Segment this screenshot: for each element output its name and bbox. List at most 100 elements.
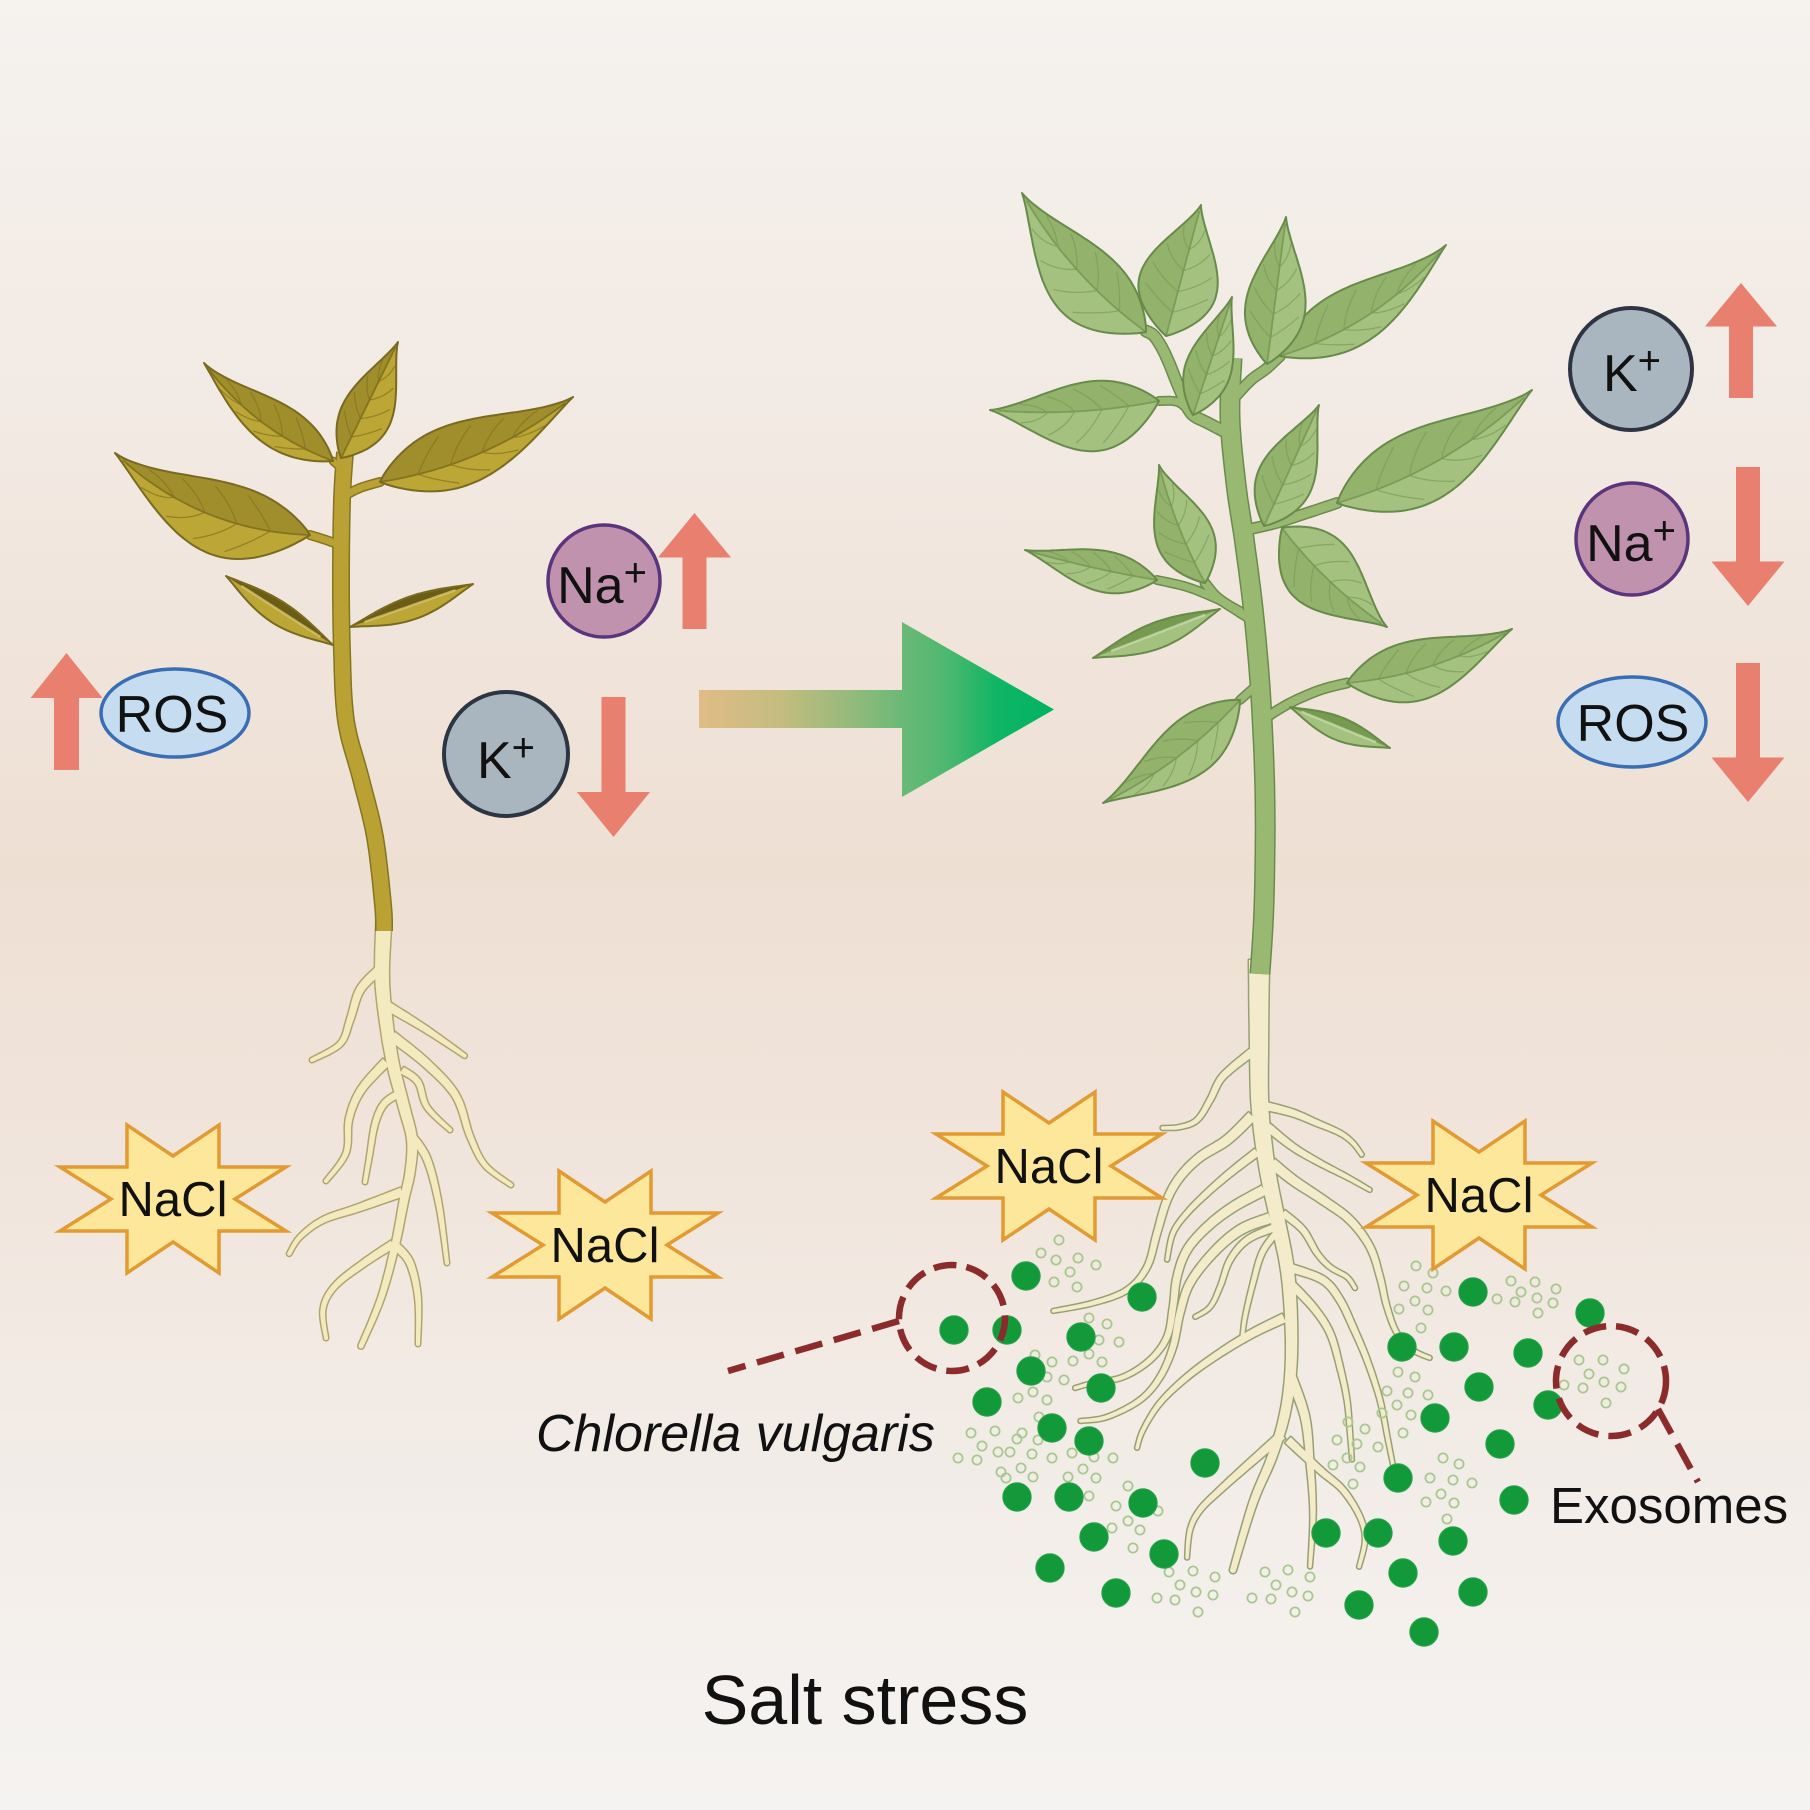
exosome-vesicle xyxy=(1402,1387,1414,1399)
leaf-midrib xyxy=(122,459,311,536)
chlorella-cell xyxy=(1499,1485,1529,1515)
root-outline xyxy=(1072,1184,1268,1392)
exosome-vesicle xyxy=(1026,1448,1038,1460)
chlorella-cell xyxy=(1464,1372,1494,1402)
chlorella-cell xyxy=(1458,1577,1488,1607)
yellowed-leaf xyxy=(335,341,399,459)
exosome-vesicle xyxy=(1398,1280,1410,1292)
exosome-vesicle xyxy=(1096,1356,1108,1368)
exosome-vesicle xyxy=(1453,1458,1465,1470)
exosome-vesicle xyxy=(1053,1234,1065,1246)
leaf-outline xyxy=(203,362,334,463)
exosome-vesicle xyxy=(1509,1296,1521,1308)
k-charge: + xyxy=(512,726,535,770)
starburst-icon xyxy=(929,1088,1169,1244)
chlorella-cell xyxy=(1311,1518,1341,1548)
leaf-fold-highlight xyxy=(1110,613,1206,652)
chlorella-label: Chlorella vulgaris xyxy=(536,1405,935,1463)
na-charge: + xyxy=(624,551,647,595)
green-leaf xyxy=(1137,204,1219,337)
arrow-up-icon xyxy=(1705,283,1777,398)
exosome-vesicle xyxy=(1376,1407,1388,1419)
k-ion-marker: K+ xyxy=(1568,283,1777,432)
leaf-midrib xyxy=(997,400,1160,414)
leaf-outline xyxy=(1153,464,1217,584)
exosome-vesicle xyxy=(995,1466,1007,1478)
right-plant-roots xyxy=(1050,958,1433,1575)
green-leaf xyxy=(1092,608,1221,659)
chlorella-cell xyxy=(1420,1403,1450,1433)
chlorella-cell xyxy=(1439,1332,1469,1362)
exosome-vesicle xyxy=(1391,1399,1403,1411)
exosome-vesicle xyxy=(989,1425,1001,1437)
exosome-vesicle xyxy=(1093,1334,1105,1346)
exosome-vesicle xyxy=(976,1440,988,1452)
exosome-vesicle xyxy=(1409,1371,1421,1383)
leaf-outline xyxy=(1278,525,1388,628)
leaf-veins xyxy=(417,409,545,484)
chlorella-cell xyxy=(1054,1482,1084,1512)
chlorella-cell xyxy=(1513,1338,1543,1368)
exosome-vesicle xyxy=(1190,1586,1202,1598)
leaf-fold-highlight xyxy=(1301,710,1377,744)
leaf-outline xyxy=(1137,204,1219,337)
exosome-vesicle xyxy=(1354,1461,1366,1473)
exosome-vesicle xyxy=(1067,1355,1079,1367)
chlorella-cell xyxy=(1387,1332,1417,1362)
exosome-vesicle xyxy=(1583,1368,1595,1380)
ros-badge xyxy=(99,667,251,759)
exosome-vesicle xyxy=(1035,1247,1047,1259)
leaf-outline xyxy=(1182,296,1235,416)
petiole xyxy=(1155,397,1195,417)
nacl-label: NaCl xyxy=(119,1173,228,1227)
chlorella-cell xyxy=(1016,1356,1046,1386)
yellowed-leaf xyxy=(349,583,474,628)
nacl-label: NaCl xyxy=(1425,1169,1534,1223)
branch xyxy=(1229,351,1285,403)
petiole xyxy=(1153,576,1244,615)
exosome-vesicle xyxy=(1341,1452,1353,1464)
chlorella-cell xyxy=(1388,1558,1418,1588)
k-ion-marker: K+ xyxy=(442,690,650,837)
leaf-veins xyxy=(1156,483,1210,564)
green-leaf xyxy=(1024,548,1158,595)
exosome-vesicle xyxy=(1282,1564,1294,1576)
exosome-vesicle xyxy=(1515,1286,1527,1298)
exosome-vesicle xyxy=(1246,1592,1258,1604)
exosome-vesicle xyxy=(1127,1542,1139,1554)
leaf-shaded-half xyxy=(1244,217,1286,364)
leaf-shaded-half xyxy=(336,342,398,458)
leaf-midrib xyxy=(1192,302,1231,416)
nacl-badge: NaCl xyxy=(485,1167,725,1323)
leaf-veins xyxy=(1314,263,1425,346)
trend-arrow-shape xyxy=(30,653,103,770)
na-charge: + xyxy=(1653,509,1676,553)
exosome-vesicle xyxy=(1435,1488,1447,1500)
exosome-vesicle xyxy=(1090,1472,1102,1484)
na-ion-badge-shape xyxy=(1574,481,1690,597)
leaf-outline xyxy=(1289,706,1391,749)
leaf-midrib xyxy=(208,368,334,462)
leaf-midrib xyxy=(1109,699,1241,800)
chlorella-cell xyxy=(1128,1488,1158,1518)
chlorella-callout-leader xyxy=(727,1317,900,1375)
exosome-vesicle xyxy=(1046,1356,1058,1368)
exosome-vesicle xyxy=(1598,1376,1610,1388)
leaf-veins xyxy=(1261,423,1317,505)
branch xyxy=(1141,326,1234,439)
starburst-icon xyxy=(485,1167,725,1323)
exosome-vesicle xyxy=(1547,1297,1559,1309)
yellowed-leaf xyxy=(114,452,311,560)
chlorella-cell xyxy=(1066,1322,1096,1352)
leaf-veins xyxy=(1125,720,1219,795)
exosome-vesicle xyxy=(1122,1515,1134,1527)
chlorella-cell xyxy=(1079,1522,1109,1552)
main-stem xyxy=(1220,353,1275,978)
exosome-vesicle xyxy=(1192,1606,1204,1618)
left-panel-markers: ROS Na+ K+ xyxy=(30,513,731,837)
chlorella-cell xyxy=(1575,1298,1605,1328)
exosome-vesicle xyxy=(1101,1318,1113,1330)
green-leaf xyxy=(1182,296,1235,416)
exosome-vesicle xyxy=(1062,1471,1074,1483)
exosome-vesicle xyxy=(1259,1566,1271,1578)
